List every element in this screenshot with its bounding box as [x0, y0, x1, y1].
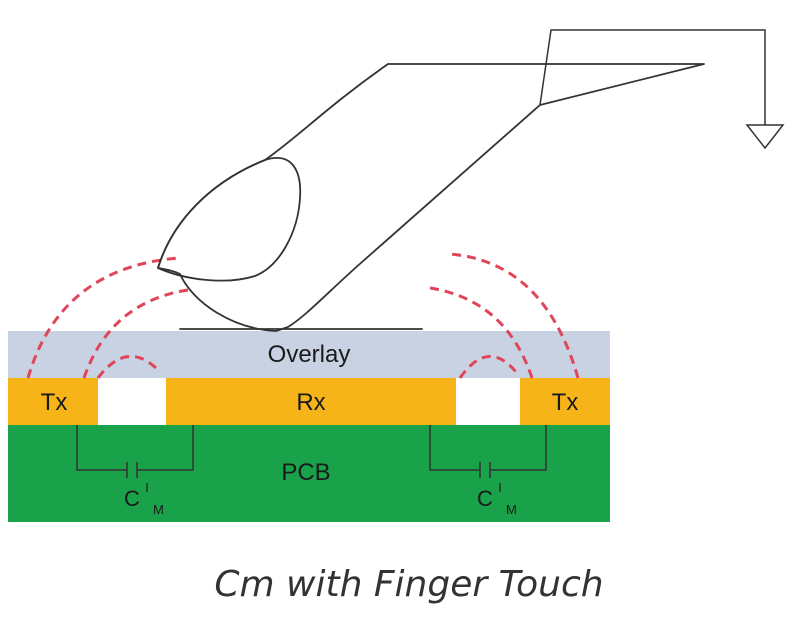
pcb-label: PCB — [281, 459, 330, 486]
rx-electrode — [166, 378, 456, 425]
capacitor-icon-right — [479, 462, 491, 478]
field-line-small-right — [458, 354, 518, 379]
tx-left-label: Tx — [41, 389, 68, 416]
field-line-inner-left — [82, 288, 189, 379]
overlay-label: Overlay — [268, 341, 351, 368]
diagram-caption: Cm with Finger Touch — [214, 564, 603, 605]
cap-left-sup: I — [145, 480, 149, 495]
capacitor-icon-left — [126, 462, 138, 478]
left-capacitor-circuit — [76, 425, 194, 478]
cap-right-sub: M — [506, 502, 517, 517]
cap-left-sub: M — [153, 502, 164, 517]
tx-right-label: Tx — [552, 389, 579, 416]
overlay-layer — [8, 331, 610, 378]
fingernail — [157, 157, 302, 282]
field-lines — [26, 252, 580, 379]
field-line-outer-right — [449, 252, 580, 379]
tx-left-electrode — [8, 378, 98, 425]
field-line-inner-right — [429, 286, 534, 379]
cap-right-sup: I — [498, 480, 502, 495]
ground-wire — [539, 29, 766, 125]
tx-right-electrode — [520, 378, 610, 425]
electrode-gap-left — [98, 378, 166, 425]
rx-label: Rx — [296, 389, 325, 416]
finger-outline — [157, 63, 705, 332]
pcb-layer — [8, 425, 610, 522]
field-line-small-left — [96, 355, 162, 379]
right-capacitor-circuit — [429, 425, 547, 478]
cap-right-main: C — [477, 486, 493, 511]
right-circuit-wire — [429, 425, 547, 471]
left-circuit-wire — [76, 425, 194, 471]
ground-connection — [539, 29, 785, 150]
finger-body — [157, 63, 705, 332]
ground-icon — [745, 124, 785, 150]
cap-left-main: C — [124, 486, 140, 511]
electrode-gap-right — [456, 378, 520, 425]
